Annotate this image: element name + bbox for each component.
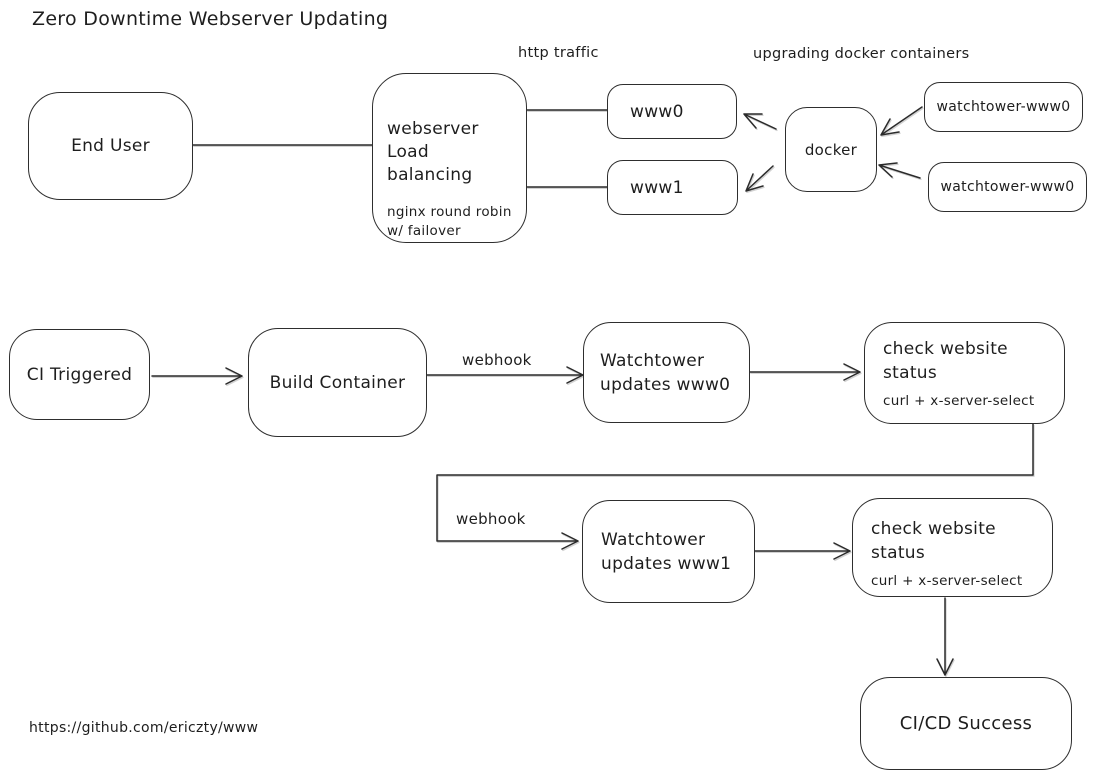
www0-label: www0 [630,101,684,122]
node-watchtower-updates-www0: Watchtower updates www0 [583,322,750,423]
node-watchtower-bottom: watchtower-www0 [928,162,1087,212]
node-end-user: End User [28,92,193,200]
node-www0: www0 [607,84,737,139]
node-check-status-first: check website status curl + x-server-sel… [864,322,1065,424]
http-traffic-label: http traffic [518,45,599,61]
webhook-label-top: webhook [462,351,532,369]
webhook-label-bottom: webhook [456,510,526,528]
docker-label: docker [804,140,858,159]
load-balancer-note2: w/ failover [387,223,461,239]
check-status-second-line1: check website [871,519,996,539]
watchtower-updates-www1-line1: Watchtower [601,529,706,550]
end-user-label: End User [71,136,150,156]
check-status-first-line2: status [883,363,938,383]
node-check-status-second: check website status curl + x-server-sel… [852,498,1053,597]
www1-label: www1 [630,177,684,198]
build-container-label: Build Container [269,372,406,393]
node-load-balancer: webserver Load balancing nginx round rob… [372,73,527,243]
check-status-second-line2: status [871,543,926,563]
node-watchtower-top: watchtower-www0 [924,82,1083,132]
load-balancer-line1: webserver [387,119,479,139]
watchtower-bottom-label: watchtower-www0 [940,179,1075,195]
node-build-container: Build Container [248,328,427,437]
cicd-success-label: CI/CD Success [899,713,1033,734]
watchtower-updates-www0-line1: Watchtower [600,350,705,371]
diagram-title: Zero Downtime Webserver Updating [32,8,389,30]
load-balancer-note1: nginx round robin [387,204,512,220]
check-status-second-note: curl + x-server-select [871,573,1023,589]
node-www1: www1 [607,160,738,215]
check-status-first-line1: check website [883,339,1008,359]
ci-triggered-label: CI Triggered [26,364,133,385]
footer-repo-url: https://github.com/ericzty/www [29,720,259,736]
node-docker: docker [785,107,877,192]
node-watchtower-updates-www1: Watchtower updates www1 [582,500,755,603]
watchtower-updates-www1-line2: updates www1 [601,553,732,574]
node-cicd-success: CI/CD Success [860,677,1072,770]
upgrading-containers-label: upgrading docker containers [753,46,970,62]
check-status-first-note: curl + x-server-select [883,393,1035,409]
load-balancer-line2: Load balancing [387,142,473,185]
watchtower-updates-www0-line2: updates www0 [600,374,731,395]
node-ci-triggered: CI Triggered [9,329,150,420]
watchtower-top-label: watchtower-www0 [936,99,1071,115]
